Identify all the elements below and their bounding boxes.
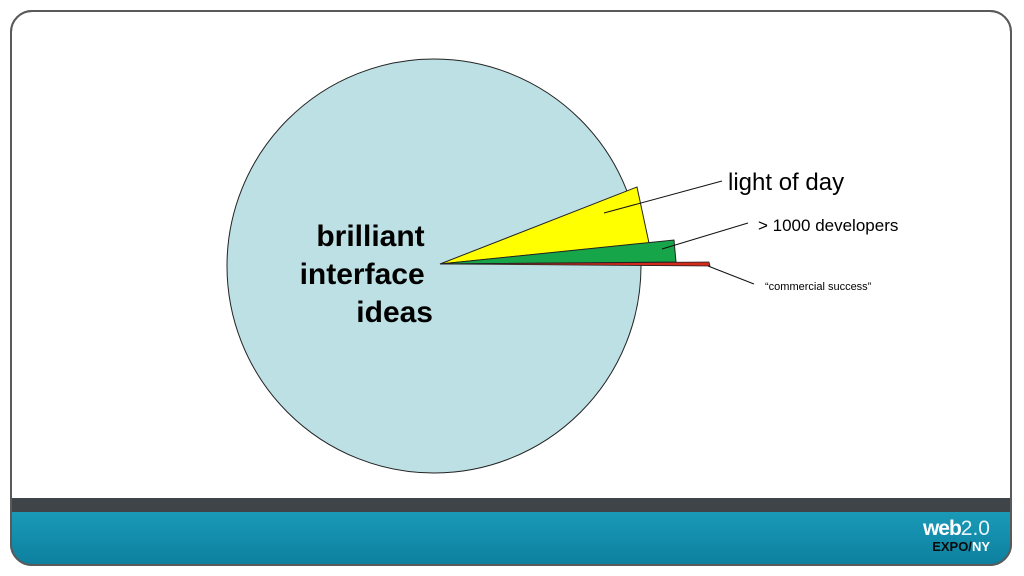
leader-line-light-of-day — [603, 180, 723, 214]
label-commercial-success: “commercial success” — [765, 281, 872, 293]
center-label-line-3: ideas — [356, 296, 433, 329]
logo-expo-text: EXPO/ — [932, 539, 972, 554]
logo-city-text: NY — [971, 539, 990, 554]
logo-web-text: web — [922, 517, 962, 540]
pie-slice-commercial-success — [439, 261, 711, 267]
logo-version-text: 2.0 — [960, 517, 990, 540]
web20-expo-ny-logo: web2.0 EXPO/NY — [923, 518, 990, 553]
leader-line-developers — [661, 222, 749, 250]
leader-line-commercial-success — [707, 265, 755, 285]
label-light-of-day: light of day — [728, 169, 844, 196]
pie-base-brilliant-ideas — [226, 58, 642, 474]
center-label-line-1: brilliant — [316, 220, 424, 253]
label-developers: > 1000 developers — [758, 216, 898, 235]
center-label-line-2: interface — [300, 258, 425, 291]
logo-expo-line: EXPO/NY — [923, 540, 990, 553]
center-label: brilliant interface ideas — [300, 220, 433, 329]
